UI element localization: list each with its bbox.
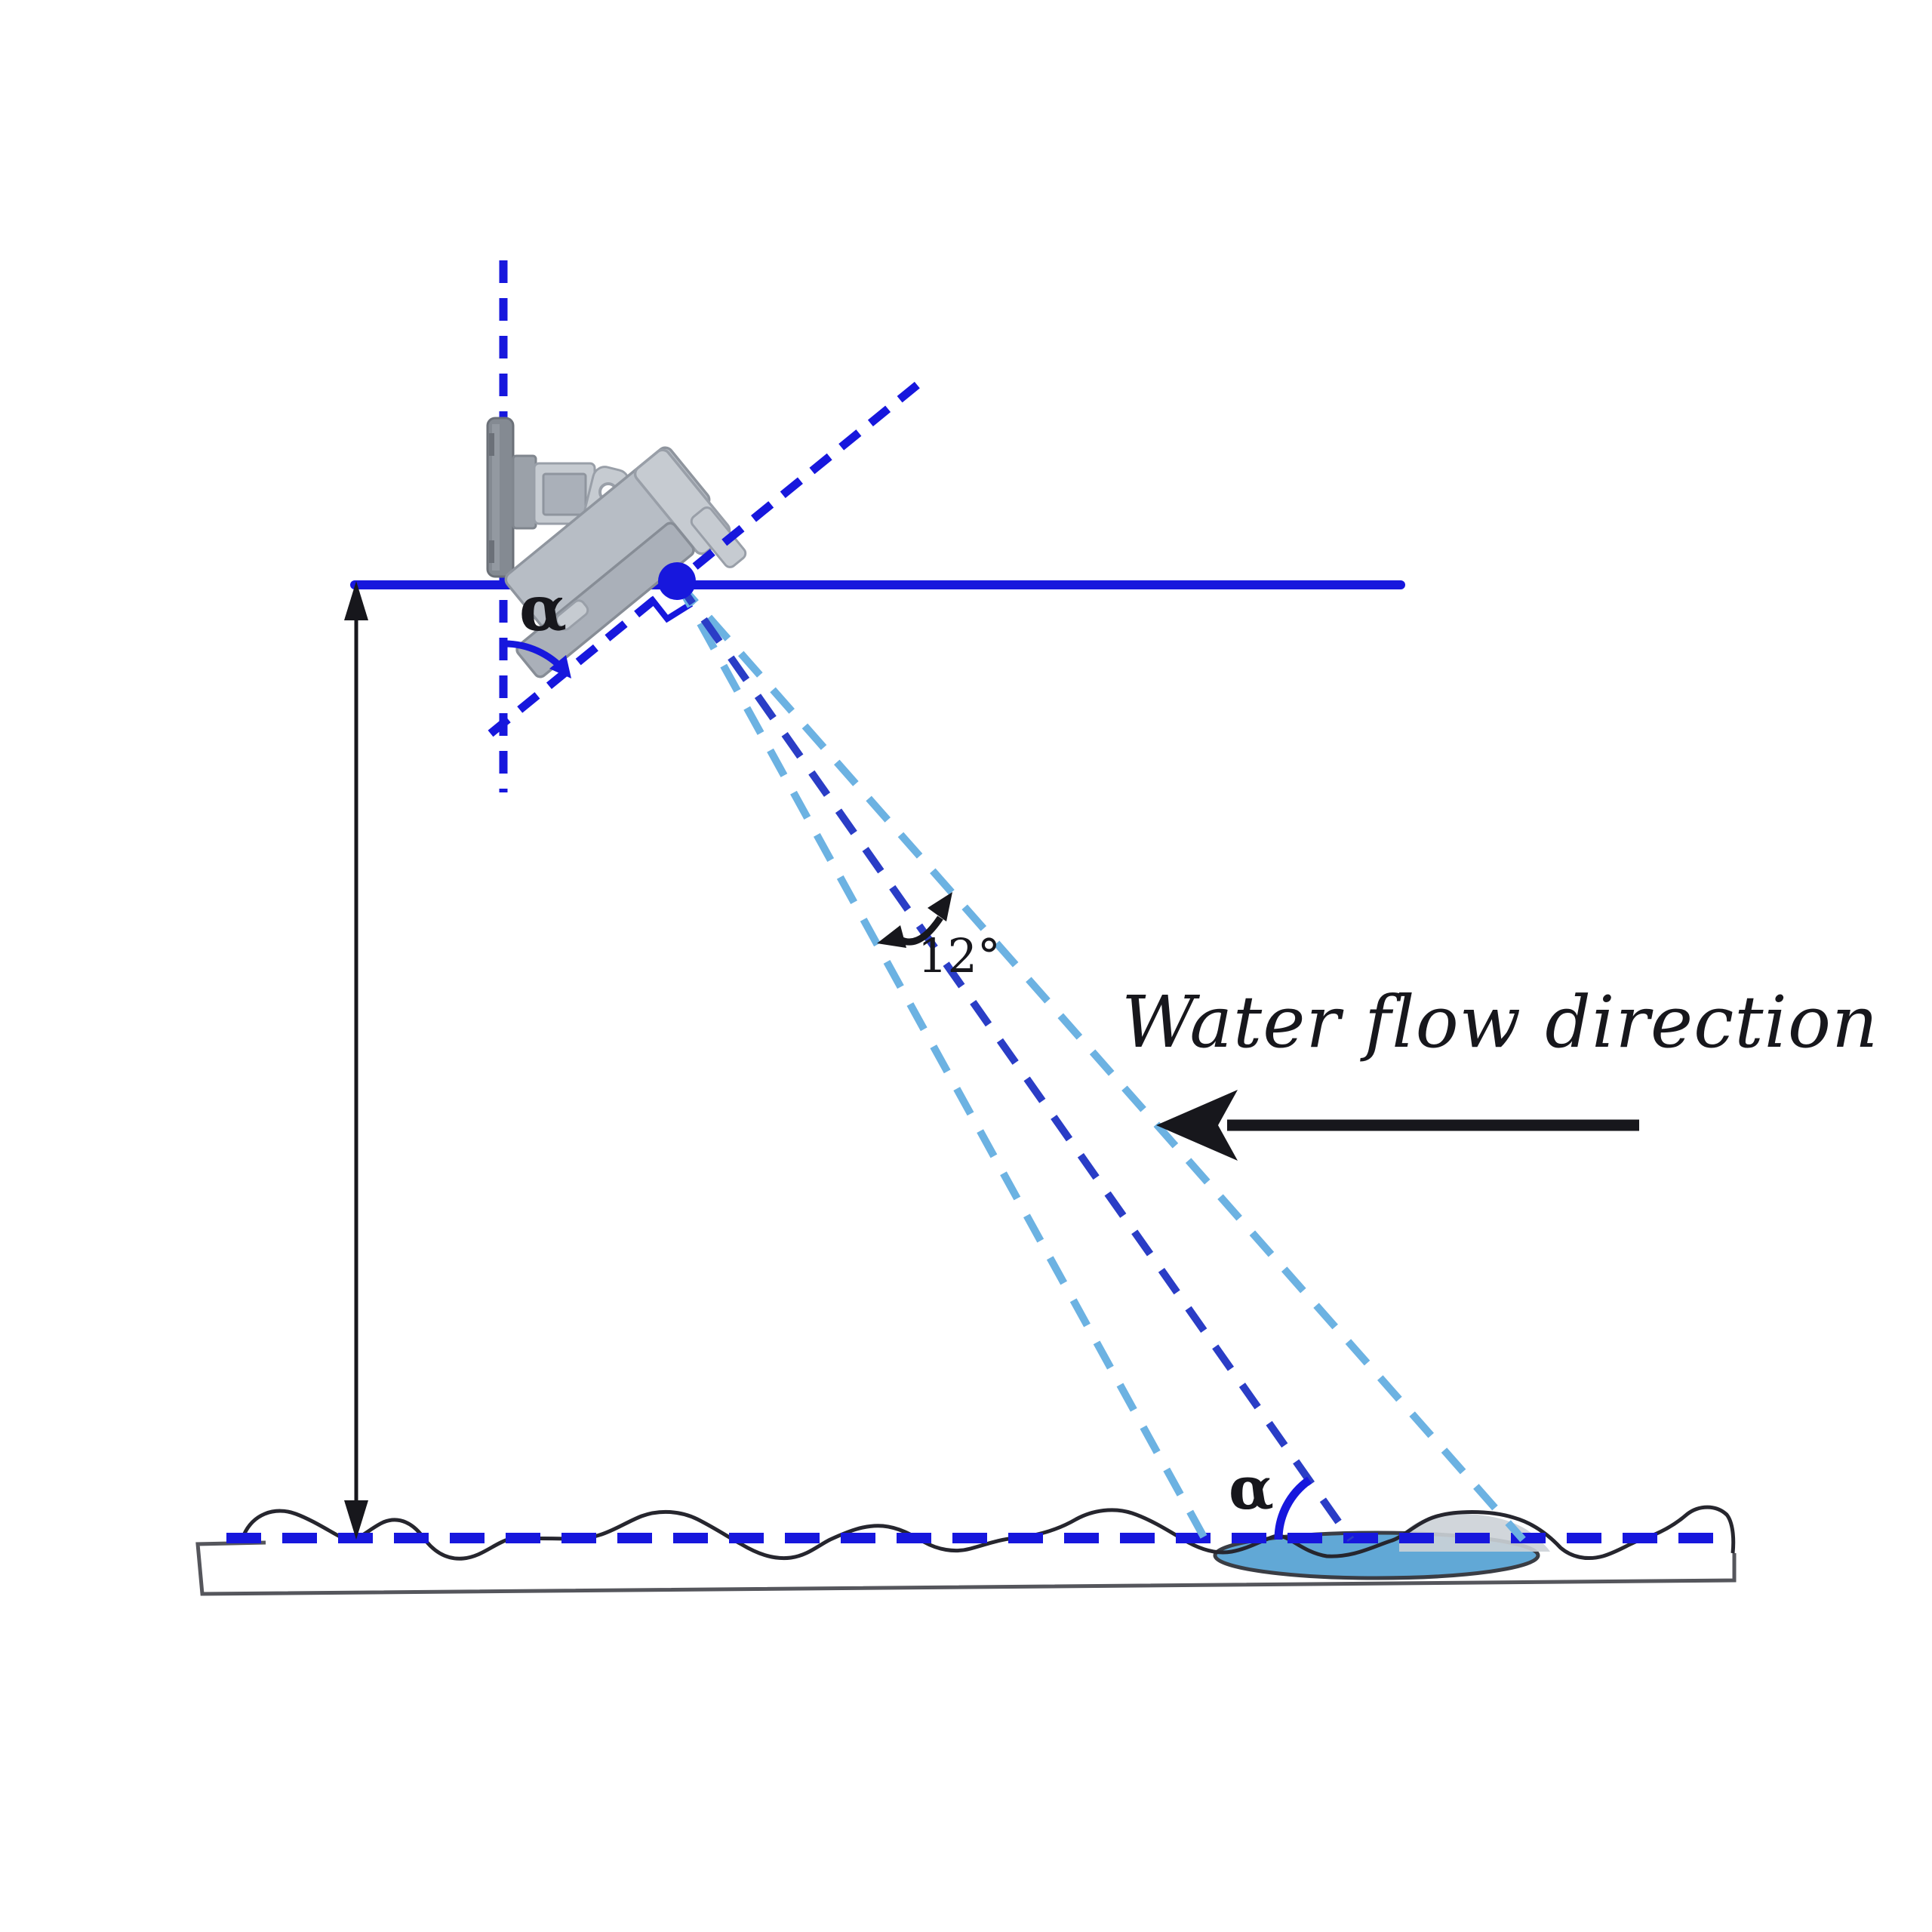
height-dimension-arrow bbox=[344, 581, 368, 1540]
beam-left-edge bbox=[673, 579, 1209, 1542]
beam-origin-dot bbox=[658, 562, 696, 600]
sensor-front-cap bbox=[690, 506, 747, 568]
tilt-angle-label: α bbox=[519, 573, 568, 645]
sensor-nub bbox=[555, 599, 589, 631]
mounting-pole-highlight bbox=[492, 424, 500, 571]
height-dimension-arrowhead-top bbox=[344, 581, 368, 620]
right-angle-marker bbox=[648, 595, 694, 623]
incidence-angle-label: α bbox=[1229, 1454, 1275, 1523]
bracket-plate bbox=[512, 454, 537, 530]
flow-direction-arrow bbox=[1156, 1090, 1639, 1161]
sensor-axis-dashed-line bbox=[488, 380, 922, 737]
bracket-clamp-inset bbox=[542, 472, 587, 516]
radar-sensor bbox=[486, 417, 747, 678]
beam-width-arrowhead-right bbox=[928, 892, 952, 921]
pole-slot-bottom bbox=[489, 540, 494, 563]
height-dimension-arrowhead-bottom bbox=[344, 1500, 368, 1540]
sensor-front-plate bbox=[515, 521, 695, 678]
flow-direction-label: Water flow direction bbox=[1121, 981, 1879, 1064]
incidence-angle-arc bbox=[1274, 1476, 1312, 1540]
tilt-angle-arc-arrowhead bbox=[549, 655, 571, 678]
channel-bed-outline bbox=[195, 1540, 1737, 1596]
beam-right-edge bbox=[674, 578, 1526, 1543]
pole-slot-top bbox=[489, 433, 494, 456]
beam-width-label: 12° bbox=[918, 928, 1001, 983]
beam-width-arrowhead-left bbox=[877, 925, 906, 948]
water-waves-line bbox=[239, 1505, 1736, 1561]
flow-arrow-head bbox=[1156, 1090, 1238, 1161]
beam-center-axis bbox=[673, 579, 1355, 1542]
